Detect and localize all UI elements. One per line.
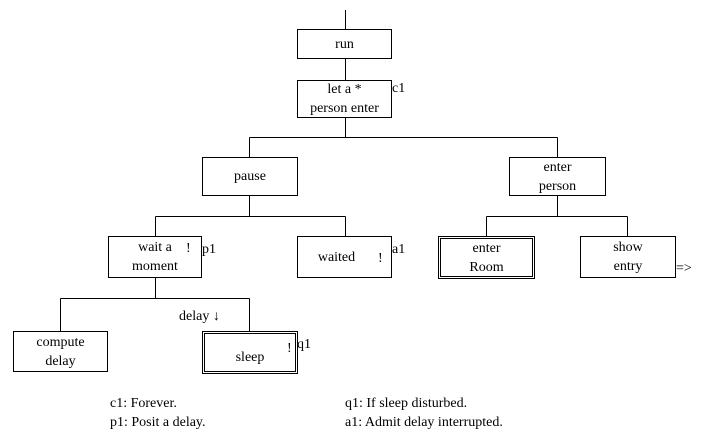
node-let-person-enter: let a * person enter xyxy=(297,80,392,118)
note-p1: p1: Posit a delay. xyxy=(110,415,206,430)
node-run: run xyxy=(297,29,392,59)
node-enter-person-line-2: person xyxy=(538,178,577,194)
node-waited-line-1: waited xyxy=(317,249,356,265)
tag-p1: p1 xyxy=(202,242,216,257)
node-compute-line-2: delay xyxy=(45,353,76,369)
node-enter-room-line-2: Room xyxy=(469,259,504,275)
mark-sleep: ! xyxy=(287,341,292,356)
node-let-person-enter-line-1: let a * xyxy=(327,82,362,97)
node-waited: waited xyxy=(297,236,392,278)
note-a1: a1: Admit delay interrupted. xyxy=(345,415,503,430)
node-enter-person-line-1: enter xyxy=(543,159,572,175)
tag-c1: c1 xyxy=(392,81,406,96)
note-q1: q1: If sleep disturbed. xyxy=(345,396,468,411)
node-enter-room-line-1: enter xyxy=(472,240,501,256)
flow-label-delay: delay ↓ xyxy=(179,309,220,324)
node-pause-line-1: pause xyxy=(234,169,266,184)
tag-q1: q1 xyxy=(297,337,311,352)
node-compute-line-1: compute xyxy=(36,334,85,350)
node-sleep-line-1: sleep xyxy=(235,350,265,365)
note-c1: c1: Forever. xyxy=(110,396,177,411)
mark-waited: ! xyxy=(378,251,383,266)
node-sleep: sleep xyxy=(202,331,298,374)
mark-wait: ! xyxy=(186,241,191,256)
node-enter-person: enter person xyxy=(509,157,606,196)
node-show-entry: show entry xyxy=(580,236,676,278)
node-show-entry-line-2: entry xyxy=(613,259,643,274)
continuation-arrow: => xyxy=(676,261,692,276)
node-wait-line-1: wait a xyxy=(138,240,172,255)
node-compute-delay: compute delay xyxy=(13,331,108,372)
node-let-person-enter-line-2: person enter xyxy=(310,101,379,116)
node-wait-a-moment: wait a moment xyxy=(108,236,202,278)
node-pause: pause xyxy=(202,157,298,196)
node-enter-room: enter Room xyxy=(438,236,535,279)
node-show-entry-line-1: show xyxy=(613,240,643,255)
node-run-line-1: run xyxy=(335,36,354,52)
node-wait-line-2: moment xyxy=(132,259,178,274)
tag-a1: a1 xyxy=(392,242,406,257)
